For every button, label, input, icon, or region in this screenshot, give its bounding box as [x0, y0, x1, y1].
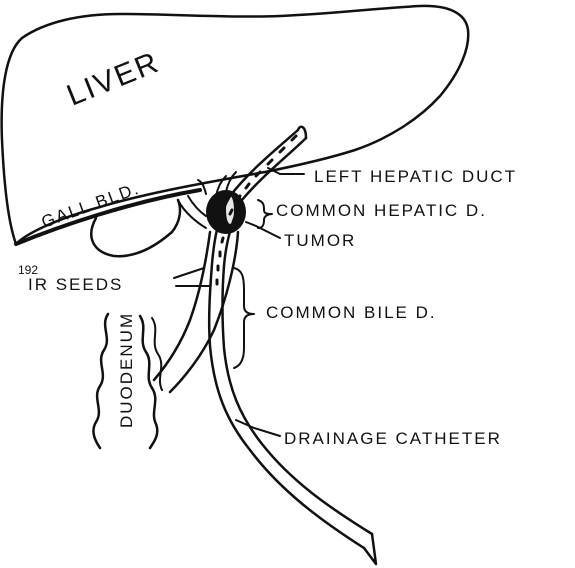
- seed: [280, 148, 284, 152]
- seed: [246, 184, 249, 188]
- label-iridium-seeds: IR SEEDS: [28, 275, 123, 294]
- label-common-bile-duct: COMMON BILE D.: [266, 303, 437, 322]
- label-tumor: TUMOR: [284, 231, 356, 250]
- label-common-hepatic-duct: COMMON HEPATIC D.: [276, 201, 487, 220]
- leader-seeds-upper: [174, 268, 204, 278]
- leader-drainage-catheter: [236, 420, 280, 436]
- label-duodenum: DUODENUM: [117, 312, 136, 428]
- seed: [226, 224, 227, 228]
- seed: [268, 160, 272, 164]
- seed: [230, 210, 232, 214]
- label-liver: LIVER: [62, 46, 164, 113]
- label-drainage-catheter: DRAINAGE CATHETER: [284, 429, 502, 448]
- bracket-common-hepatic-duct: [258, 200, 272, 228]
- common-bile-duct-left-wall: [154, 232, 210, 380]
- catheter-tip: [298, 127, 306, 138]
- bracket-common-bile-duct: [234, 268, 254, 368]
- drainage-catheter-outer: [209, 130, 364, 548]
- cystic-duct-lower: [188, 196, 206, 216]
- duodenum-outer-wall: [93, 314, 108, 448]
- seed: [222, 238, 223, 242]
- catheter-end: [364, 534, 376, 564]
- seed: [292, 136, 296, 140]
- label-left-hepatic-duct: LEFT HEPATIC DUCT: [314, 167, 517, 186]
